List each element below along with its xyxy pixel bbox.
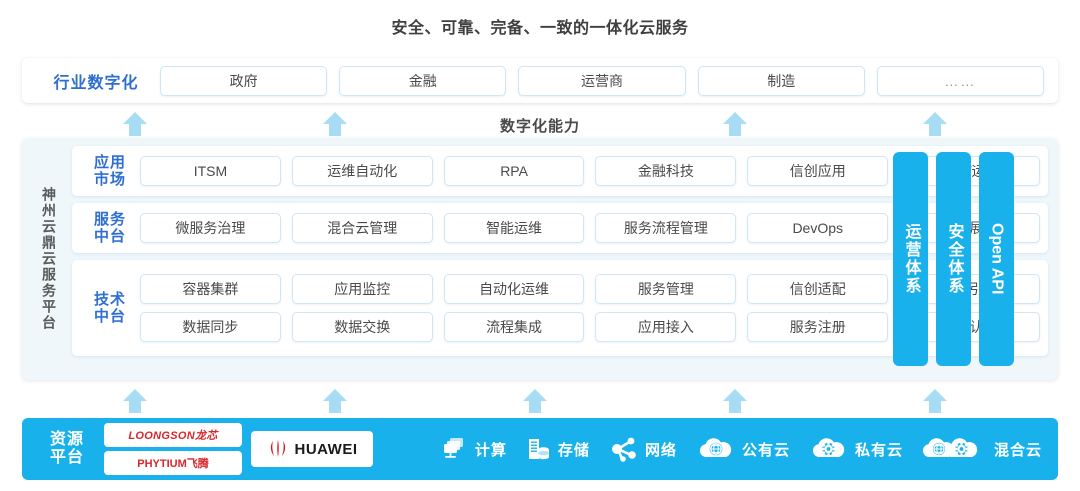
compute-icon [443,438,463,458]
cell-hybrid-cloud-management[interactable]: 混合云管理 [291,213,433,243]
hybrid-cloud-icon [922,438,978,457]
up-arrow-icon [122,111,148,137]
layer-label-line2: 中台 [93,228,126,245]
resource-label-line1: 资源 [49,430,84,448]
layer-row: ITSM 运维自动化 RPA 金融科技 信创应用 运维/运营 [140,156,1040,186]
layer-label-line2: 市场 [93,171,126,188]
up-arrow-icon [122,388,148,414]
huawei-logo[interactable]: HUAWEI [251,431,373,467]
industry-chip-telecom[interactable]: 运营商 [518,65,686,96]
resource-items: 计算 存储 [373,435,1046,463]
up-arrow-icon [922,111,948,137]
side-bar-label: 运营体系 [902,223,920,295]
storage-icon [528,439,549,460]
cell-app-monitoring[interactable]: 应用监控 [291,274,433,304]
huawei-petal-icon [270,440,285,457]
resource-item-label: 私有云 [854,441,903,459]
cell-data-exchange[interactable]: 数据交换 [291,312,433,342]
resource-band-label: 资源 平台 [34,431,100,468]
private-cloud-icon [812,438,845,457]
cell-service-management[interactable]: 服务管理 [595,274,737,304]
resource-item-private-cloud[interactable]: 私有云 [808,436,903,462]
industry-chip-government[interactable]: 政府 [160,65,328,96]
layer-service-label: 服务 中台 [80,211,140,246]
industry-items: 政府 金融 运营商 制造 …… [160,65,1048,96]
platform-vertical-label: 神州云鼎云服务平台 [26,146,72,372]
cell-app-access[interactable]: 应用接入 [595,312,737,342]
layer-label-line1: 服务 [93,210,126,228]
loongson-logo[interactable]: LOONGSON龙芯 [104,423,242,447]
arrow-row-bottom [0,388,1080,414]
industry-chip-more[interactable]: …… [876,65,1045,96]
up-arrow-icon [322,111,348,137]
up-arrow-icon [722,388,748,414]
huawei-wordmark: HUAWEI [294,440,358,458]
resource-item-label: 计算 [474,441,507,459]
cell-microservice-governance[interactable]: 微服务治理 [140,213,281,243]
layer-app-market: 应用 市场 ITSM 运维自动化 RPA 金融科技 信创应用 运维/运营 [72,146,1048,196]
cell-ops-automation[interactable]: 运维自动化 [291,156,433,186]
public-cloud-icon [699,438,732,457]
arrow-row-top [0,111,1080,137]
layer-label-line2: 中台 [93,308,126,325]
up-arrow-icon [522,388,548,414]
cell-aiops[interactable]: 智能运维 [443,213,585,243]
cell-process-integration[interactable]: 流程集成 [443,312,585,342]
up-arrow-icon [922,388,948,414]
phytium-logo[interactable]: PHYTIUM飞腾 [104,451,242,475]
cell-rpa[interactable]: RPA [443,156,585,186]
layer-service-middle-platform: 服务 中台 微服务治理 混合云管理 智能运维 服务流程管理 DevOps 大屏展… [72,203,1048,253]
resource-item-hybrid-cloud[interactable]: 混合云 [921,436,1042,462]
cell-service-registry[interactable]: 服务注册 [747,312,889,342]
page-title: 安全、可靠、完备、一致的一体化云服务 [391,20,689,37]
cell-devops[interactable]: DevOps [747,213,889,243]
cell-data-sync[interactable]: 数据同步 [140,312,281,342]
capability-label: 数字化能力 [499,118,580,135]
resource-platform-band: 资源 平台 LOONGSON龙芯 PHYTIUM飞腾 HUAWEI [22,418,1058,480]
layer-label-line1: 应用 [93,153,126,171]
platform-vertical-label-text: 神州云鼎云服务平台 [41,187,57,331]
cell-service-process-management[interactable]: 服务流程管理 [595,213,737,243]
layer-app-market-label: 应用 市场 [80,154,140,189]
up-arrow-icon [722,111,748,137]
side-bar-label: 安全体系 [945,223,963,295]
resource-item-public-cloud[interactable]: 公有云 [695,436,790,462]
resource-item-label: 存储 [557,441,590,459]
cell-fintech[interactable]: 金融科技 [595,156,737,186]
resource-label-line2: 平台 [49,449,84,466]
industry-band-label: 行业数字化 [53,74,139,92]
industry-chip-manufacturing[interactable]: 制造 [697,65,865,96]
network-icon [611,437,636,462]
resource-item-label: 公有云 [741,441,790,459]
resource-item-storage[interactable]: 存储 [525,435,590,463]
cell-xinchuang-adaptation[interactable]: 信创适配 [747,274,889,304]
layer-tech-label: 技术 中台 [80,291,140,326]
vendor-logos: LOONGSON龙芯 PHYTIUM飞腾 [104,423,242,475]
resource-item-label: 混合云 [993,441,1042,459]
industry-chip-finance[interactable]: 金融 [339,65,507,96]
resource-item-network[interactable]: 网络 [608,435,677,463]
cell-xinchuang-app[interactable]: 信创应用 [747,156,889,186]
resource-item-compute[interactable]: 计算 [440,435,507,463]
up-arrow-icon [322,388,348,414]
industry-band: 行业数字化 政府 金融 运营商 制造 …… [22,58,1058,103]
layer-label-line1: 技术 [93,290,126,308]
layer-app-market-rows: ITSM 运维自动化 RPA 金融科技 信创应用 运维/运营 [140,156,1040,186]
side-bar-label: Open API [988,223,1006,295]
side-bar-open-api[interactable]: Open API [979,152,1014,366]
cell-automated-ops[interactable]: 自动化运维 [443,274,585,304]
cell-container-cluster[interactable]: 容器集群 [140,274,281,304]
resource-item-label: 网络 [644,441,677,459]
side-bar-security-system[interactable]: 安全体系 [936,152,971,366]
cell-itsm[interactable]: ITSM [140,156,281,186]
side-bar-operations-system[interactable]: 运营体系 [893,152,928,366]
side-bars: 运营体系 安全体系 Open API [893,152,1043,366]
